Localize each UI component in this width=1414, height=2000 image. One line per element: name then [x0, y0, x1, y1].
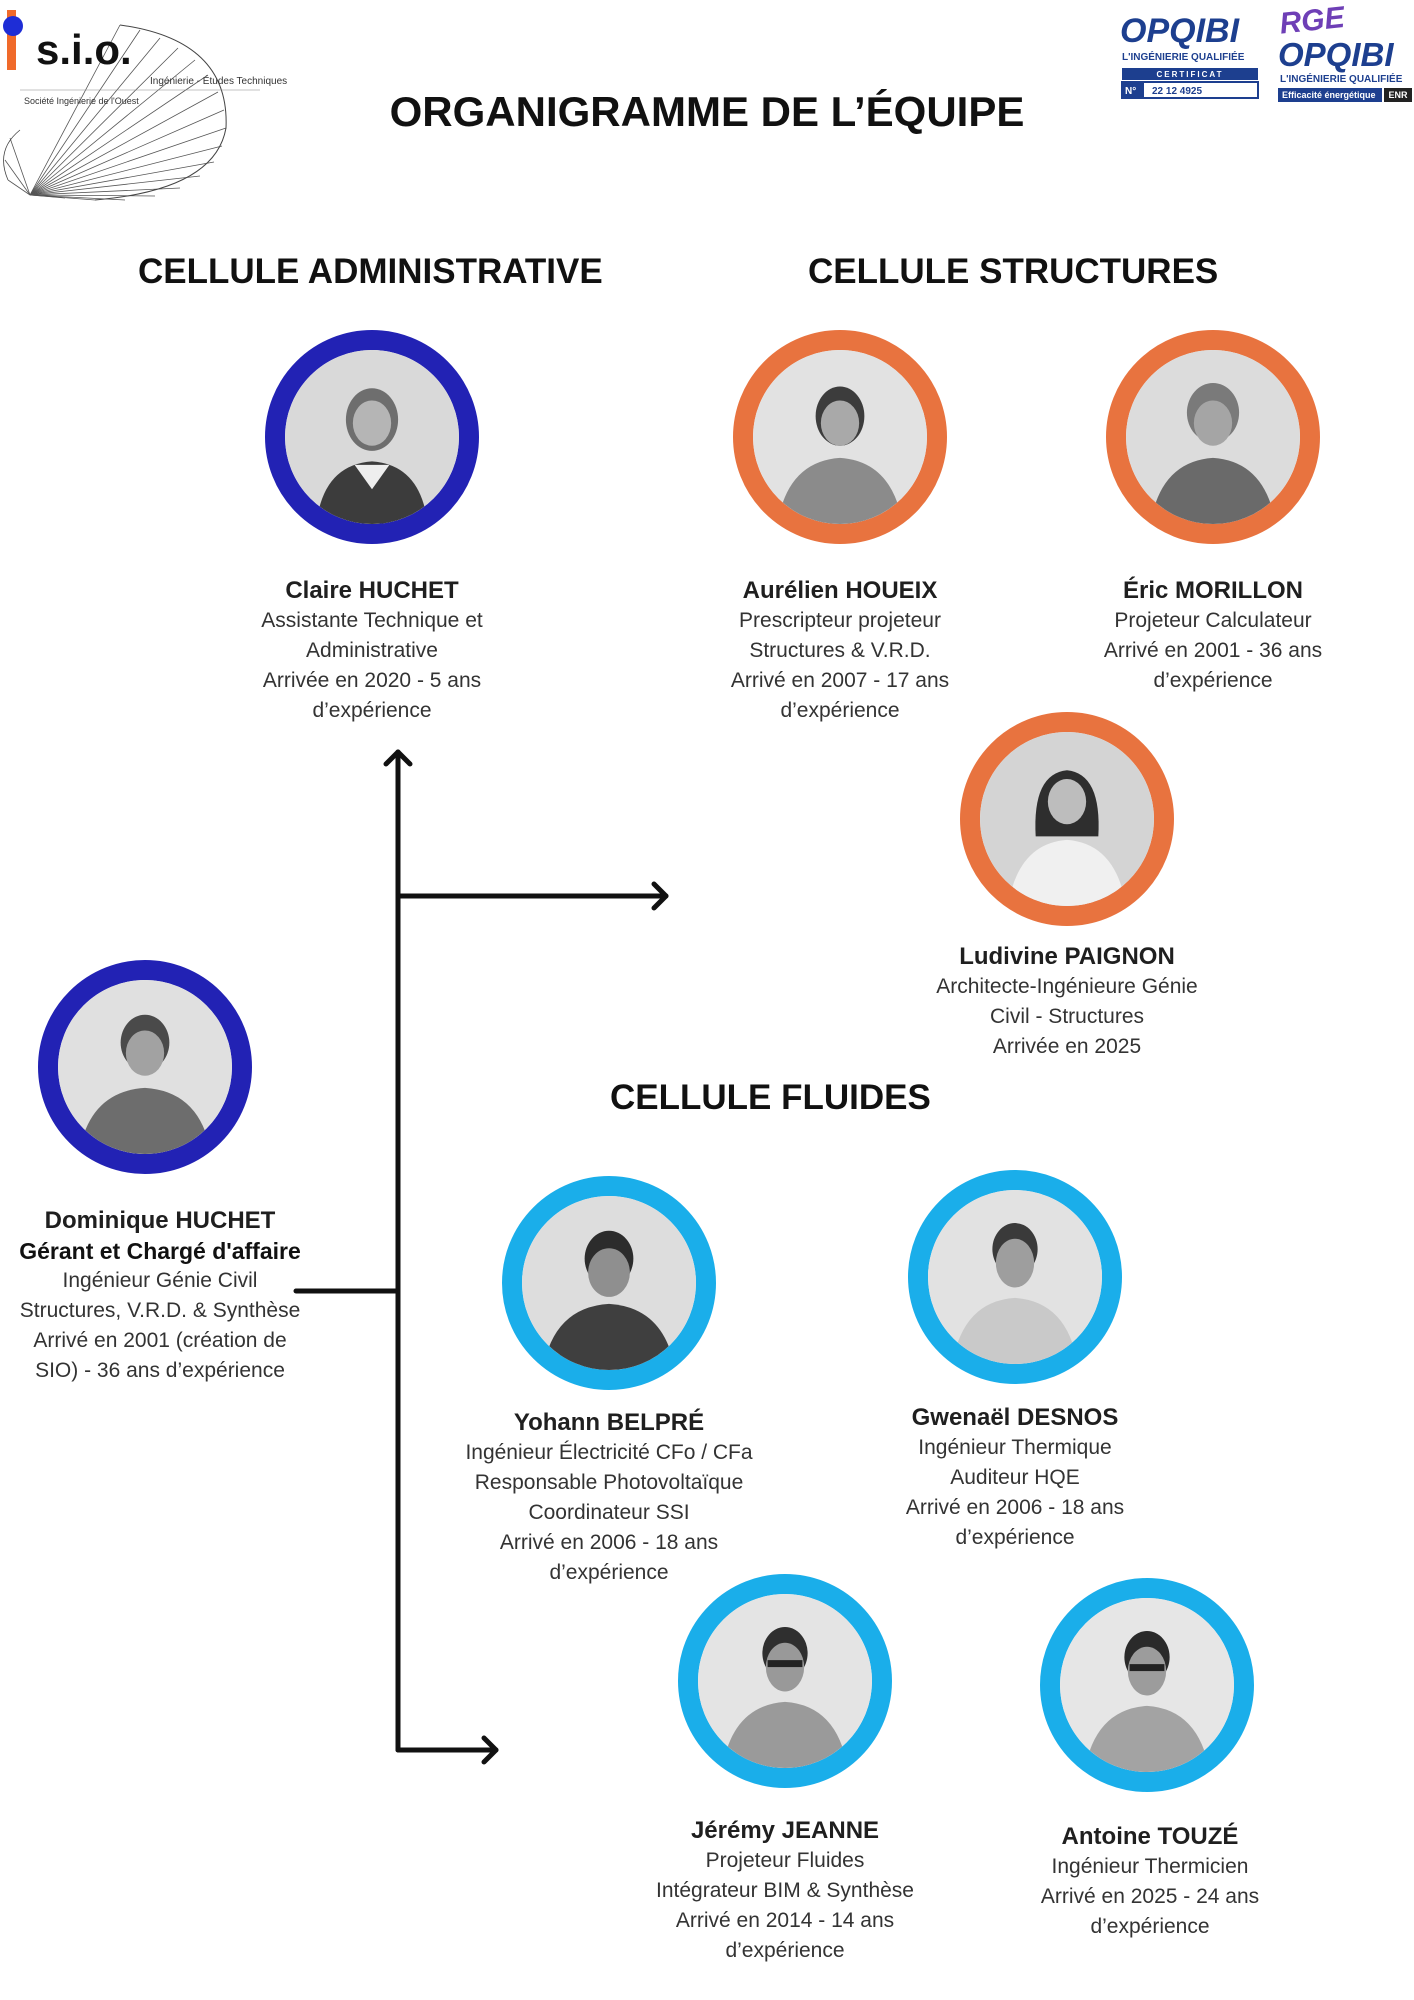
avatar-yohann-belpre: [502, 1176, 716, 1390]
person-detail: Arrivé en 2007 - 17 ans: [730, 669, 950, 692]
person-name: Aurélien HOUEIX: [742, 577, 938, 604]
person-detail: d’expérience: [312, 699, 432, 722]
person-detail: Projeteur Calculateur: [1114, 609, 1312, 632]
avatar-antoine-touze: [1040, 1578, 1254, 1792]
person-eric-morillon: Éric MORILLON Projeteur Calculateur Arri…: [1063, 576, 1363, 696]
person-ludivine-paignon: Ludivine PAIGNON Architecte-Ingénieure G…: [907, 942, 1227, 1062]
person-detail: Ingénieur Électricité CFo / CFa: [465, 1441, 753, 1464]
person-dominique-huchet: Dominique HUCHET Gérant et Chargé d'affa…: [0, 1206, 320, 1386]
person-name: Antoine TOUZÉ: [1061, 1823, 1239, 1850]
cell-title-structures: CELLULE STRUCTURES: [808, 252, 1219, 291]
person-detail: d’expérience: [725, 1939, 845, 1962]
svg-text:22 12 4925: 22 12 4925: [1152, 86, 1202, 97]
person-detail: Ingénieur Thermique: [918, 1436, 1112, 1459]
person-yohann-belpre: Yohann BELPRÉ Ingénieur Électricité CFo …: [439, 1408, 779, 1588]
person-detail: Arrivée en 2025: [992, 1035, 1142, 1058]
person-name: Jérémy JEANNE: [690, 1817, 880, 1844]
logo-text: s.i.o.: [36, 26, 132, 73]
cell-title-admin: CELLULE ADMINISTRATIVE: [138, 252, 603, 291]
arrow-fluides: [481, 1735, 499, 1765]
avatar-aurelien-houeix: [733, 330, 947, 544]
person-name: Gwenaël DESNOS: [911, 1404, 1119, 1431]
person-detail: Coordinateur SSI: [528, 1501, 690, 1524]
person-detail: Arrivé en 2014 - 14 ans: [675, 1909, 895, 1932]
person-detail: Arrivé en 2001 - 36 ans: [1103, 639, 1323, 662]
avatar-eric-morillon: [1106, 330, 1320, 544]
portrait-icon: [1126, 350, 1300, 524]
logo-subtitle: Société Ingénierie de l'Ouest: [24, 96, 139, 106]
avatar-claire-huchet: [265, 330, 479, 544]
svg-text:L'INGÉNIERIE QUALIFIÉE: L'INGÉNIERIE QUALIFIÉE: [1122, 50, 1245, 63]
portrait-icon: [285, 350, 459, 524]
person-detail: Structures, V.R.D. & Synthèse: [19, 1299, 301, 1322]
person-detail: Architecte-Ingénieure Génie: [936, 975, 1198, 998]
person-detail: SIO) - 36 ans d’expérience: [35, 1359, 285, 1382]
person-detail: Arrivée en 2020 - 5 ans: [262, 669, 482, 692]
svg-text:OPQIBI: OPQIBI: [1120, 12, 1241, 50]
person-role: Gérant et Chargé d'affaire: [19, 1238, 301, 1264]
person-claire-huchet: Claire HUCHET Assistante Technique et Ad…: [222, 576, 522, 726]
page-title: ORGANIGRAMME DE L’ÉQUIPE: [389, 88, 1025, 135]
arrow-admin: [383, 749, 413, 767]
person-name: Yohann BELPRÉ: [513, 1409, 705, 1436]
svg-text:RGE: RGE: [1278, 2, 1347, 41]
portrait-icon: [753, 350, 927, 524]
person-detail: d’expérience: [780, 699, 900, 722]
person-detail: Civil - Structures: [989, 1005, 1145, 1028]
portrait-icon: [1060, 1598, 1234, 1772]
arrow-structures: [651, 881, 669, 911]
portrait-icon: [928, 1190, 1102, 1364]
person-detail: d’expérience: [549, 1561, 669, 1584]
person-detail: Prescripteur projeteur: [739, 609, 941, 632]
svg-text:ENR: ENR: [1388, 90, 1408, 100]
person-name: Ludivine PAIGNON: [959, 943, 1175, 970]
logo-bar: [7, 10, 16, 70]
person-detail: Ingénieur Thermicien: [1051, 1855, 1249, 1878]
portrait-icon: [522, 1196, 696, 1370]
opqibi-certificate-badge: OPQIBI L'INGÉNIERIE QUALIFIÉE CERTIFICAT…: [1120, 8, 1262, 100]
portrait-icon: [58, 980, 232, 1154]
person-detail: Administrative: [306, 639, 438, 662]
person-name: Éric MORILLON: [1122, 577, 1303, 604]
company-logo: s.i.o. Ingénierie - Études Techniques So…: [0, 0, 310, 210]
person-detail: d’expérience: [1153, 669, 1273, 692]
person-jeremy-jeanne: Jérémy JEANNE Projeteur Fluides Intégrat…: [625, 1816, 945, 1966]
person-detail: Arrivé en 2006 - 18 ans: [499, 1531, 719, 1554]
portrait-icon: [698, 1594, 872, 1768]
logo-dot: [3, 16, 23, 36]
person-antoine-touze: Antoine TOUZÉ Ingénieur Thermicien Arriv…: [1000, 1822, 1300, 1942]
person-name: Claire HUCHET: [285, 577, 459, 604]
svg-text:Efficacité énergétique: Efficacité énergétique: [1282, 90, 1376, 100]
person-detail: Arrivé en 2025 - 24 ans: [1040, 1885, 1260, 1908]
person-gwenael-desnos: Gwenaël DESNOS Ingénieur Thermique Audit…: [855, 1403, 1175, 1553]
avatar-ludivine-paignon: [960, 712, 1174, 926]
fan-graphic: [3, 24, 227, 201]
person-detail: Assistante Technique et: [261, 609, 483, 632]
svg-text:N°: N°: [1125, 86, 1136, 97]
avatar-gwenael-desnos: [908, 1170, 1122, 1384]
person-aurelien-houeix: Aurélien HOUEIX Prescripteur projeteur S…: [690, 576, 990, 726]
person-detail: Responsable Photovoltaïque: [474, 1471, 744, 1494]
logo-tagline: Ingénierie - Études Techniques: [150, 74, 287, 87]
person-detail: Projeteur Fluides: [705, 1849, 865, 1872]
opqibi-rge-badge: RGE OPQIBI L'INGÉNIERIE QUALIFIÉE Effica…: [1276, 1, 1414, 104]
avatar-jeremy-jeanne: [678, 1574, 892, 1788]
person-detail: Intégrateur BIM & Synthèse: [656, 1879, 914, 1902]
svg-text:CERTIFICAT: CERTIFICAT: [1157, 70, 1224, 79]
person-name: Dominique HUCHET: [44, 1207, 276, 1234]
avatar-dominique-huchet: [38, 960, 252, 1174]
person-detail: Ingénieur Génie Civil: [62, 1269, 258, 1292]
person-detail: Arrivé en 2006 - 18 ans: [905, 1496, 1125, 1519]
person-detail: Structures & V.R.D.: [749, 639, 931, 662]
person-detail: d’expérience: [1090, 1915, 1210, 1938]
person-detail: Auditeur HQE: [950, 1466, 1080, 1489]
person-detail: d’expérience: [955, 1526, 1075, 1549]
cell-title-fluides: CELLULE FLUIDES: [610, 1078, 931, 1117]
person-detail: Arrivé en 2001 (création de: [33, 1329, 287, 1352]
portrait-icon: [980, 732, 1154, 906]
svg-text:OPQIBI: OPQIBI: [1278, 36, 1394, 73]
svg-text:L'INGÉNIERIE QUALIFIÉE: L'INGÉNIERIE QUALIFIÉE: [1280, 72, 1403, 85]
